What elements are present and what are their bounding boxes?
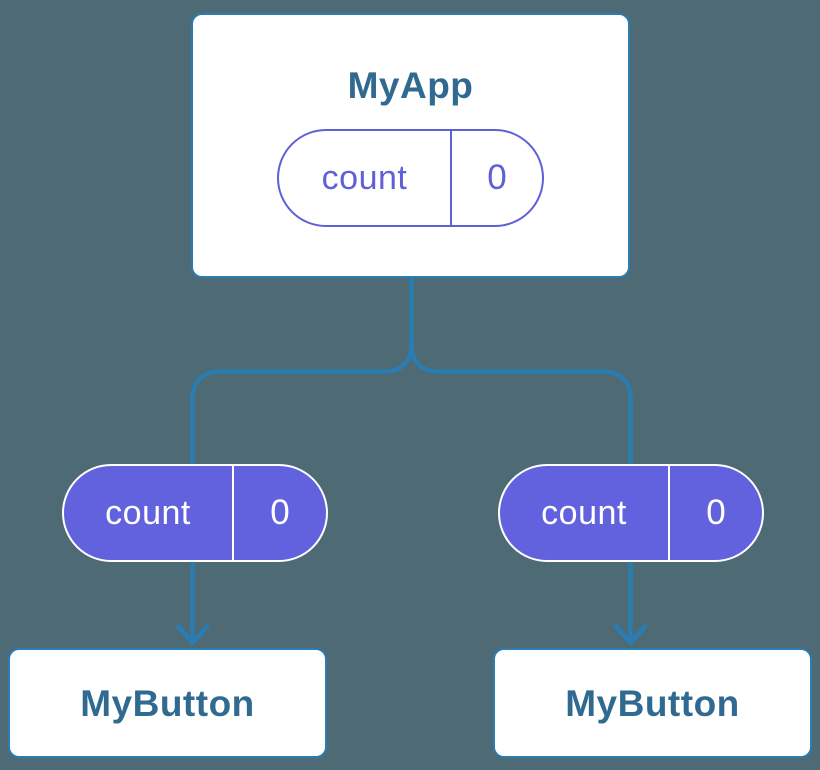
connector-right-branch (409, 343, 633, 640)
connector-left-branch (190, 278, 414, 640)
prop-pill-right: count 0 (498, 464, 764, 562)
myapp-card: MyApp count 0 (191, 13, 630, 278)
prop-pill-value: 0 (706, 493, 726, 532)
state-pill-label: count (279, 131, 452, 225)
prop-pill-label: count (64, 466, 234, 560)
prop-pill-left: count 0 (62, 464, 328, 562)
prop-pill-value: 0 (270, 493, 290, 532)
state-pill: count 0 (277, 129, 544, 227)
myapp-title: MyApp (347, 65, 474, 106)
prop-pill-label: count (500, 466, 670, 560)
arrow-down-icon (612, 623, 649, 647)
arrow-down-icon (174, 623, 211, 647)
mybutton-title: MyButton (565, 682, 740, 724)
mybutton-title: MyButton (80, 682, 255, 724)
mybutton-card-right: MyButton (493, 648, 812, 758)
state-pill-value: 0 (487, 158, 507, 197)
mybutton-card-left: MyButton (8, 648, 327, 758)
